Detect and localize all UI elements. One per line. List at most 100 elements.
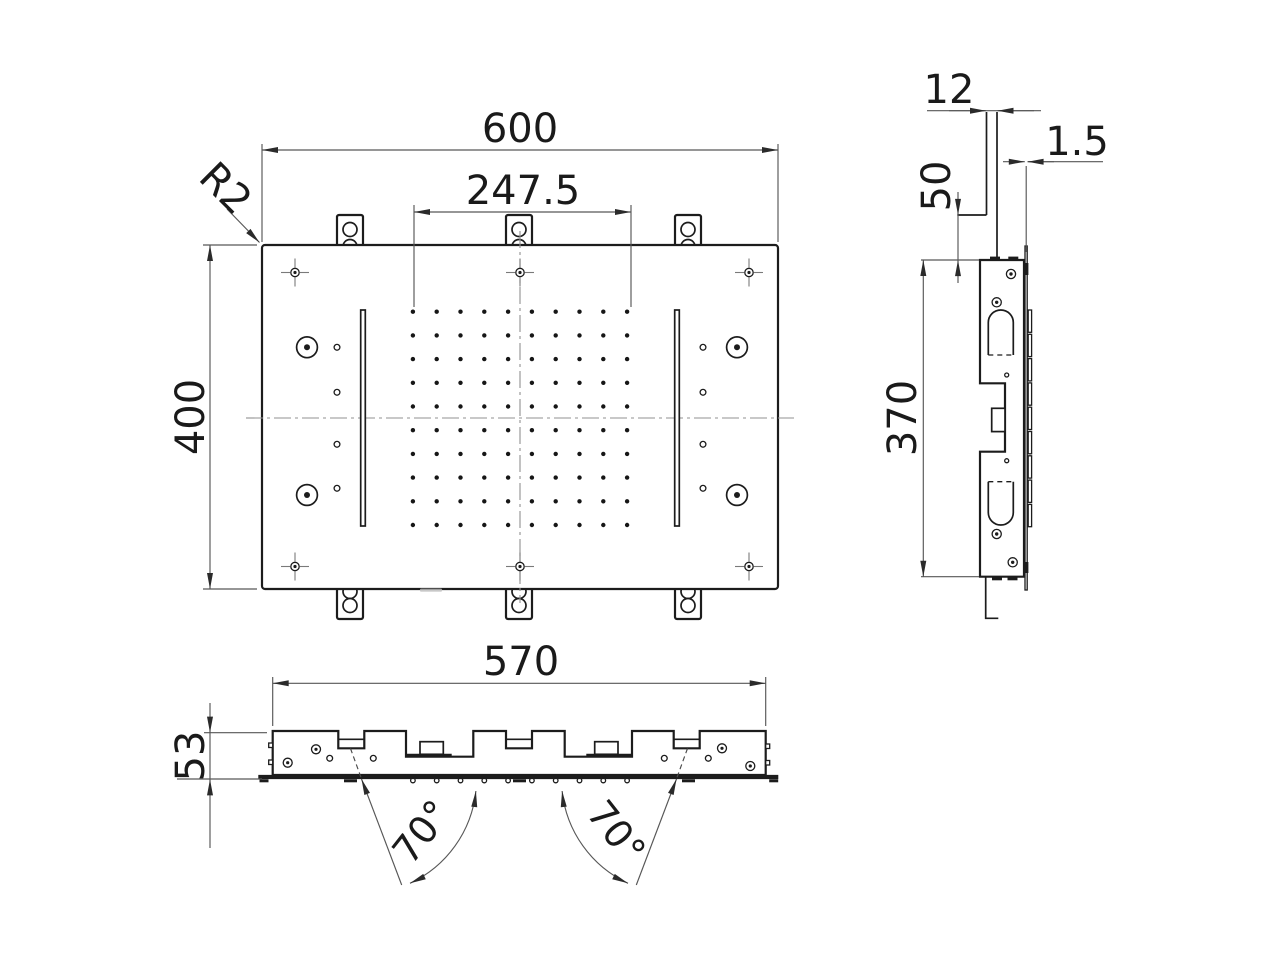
pilot-holes [333,343,707,492]
nozzle-dot [601,451,606,457]
strip-segment [1027,406,1033,431]
cross-screw [735,552,763,581]
pilot-hole [699,388,707,396]
nozzle-dot [505,499,511,504]
pilot-hole [369,754,377,762]
nozzle-dot [553,356,558,362]
pilot-hole [333,440,341,448]
nozzle-dot [553,451,558,457]
nozzle-dot [577,522,582,528]
nozzle-dot [553,333,558,338]
nozzle-dot [624,475,630,480]
strip-segment [1027,357,1033,382]
dim-370-label: 370 [880,380,926,456]
dim-600: 600 [261,106,779,242]
nozzle-dot [577,356,582,362]
etched-logo [420,588,442,592]
rail-right [673,309,681,527]
nozzle-dot [434,309,439,314]
dim-1-5-label: 1.5 [1045,119,1109,165]
nozzle-dot [458,522,463,528]
block-left [419,740,445,756]
nozzle-dot [529,356,535,362]
nozzle-dot [601,428,606,433]
screw [991,297,1002,308]
cross-screw [506,258,534,287]
slot-lower [987,481,1015,526]
nozzle-dot [577,451,582,457]
hose-line [984,576,999,620]
nozzle-dot [505,404,511,409]
nozzle-dot [482,404,487,409]
nozzle-dot [624,522,630,528]
nozzle-dot [410,451,416,457]
nozzle-dot [434,428,439,433]
nozzle-dot [529,404,535,409]
nozzle-dot [529,380,535,385]
nozzle-strip-edge [1027,309,1033,528]
nozzle-dot [410,356,416,362]
nozzle-dot [577,475,582,480]
nozzle-dot [505,356,511,362]
dim-600-label: 600 [482,106,558,152]
nozzle-dot [458,380,463,385]
nozzle-dot [434,475,439,480]
nozzle-dot [410,522,416,528]
nozzle-dot [482,451,487,457]
rivet-hole [725,483,749,507]
nozzle-dot [434,404,439,409]
screw [991,528,1002,540]
strip-segment [1027,455,1033,479]
dim-570-label: 570 [483,639,559,685]
side-view: 12 1.5 50 370 [880,67,1109,620]
tab-fold-bottom [1024,562,1029,573]
bottom-pilot-holes [326,754,712,762]
nozzle-dot [482,309,487,314]
screw [310,744,322,755]
nozzle-dot [553,499,558,504]
nozzle-dot [458,404,463,409]
dim-400-label: 400 [168,379,214,455]
nozzle-dot [482,499,487,504]
dim-50-label: 50 [914,161,960,212]
nozzle-dot [577,404,582,409]
nozzle-dot [601,499,606,504]
nozzle-grid [410,309,630,528]
nozzle-dot [601,356,606,362]
pilot-hole [326,754,334,762]
pin-hole [1004,458,1010,464]
notch-tab [990,407,1006,433]
block-right [593,740,619,756]
panel-sheet-edge [1024,245,1028,591]
strip-segment [1027,503,1033,528]
screw [745,760,756,772]
nozzle-dot [410,333,416,338]
nozzle-dot [624,428,630,433]
nozzle-dot [601,333,606,338]
nozzle-dot [601,309,606,314]
nozzle-dot [434,522,439,528]
side-pin-holes [1004,372,1010,464]
nozzle-dot [529,522,535,528]
nozzle-dot [505,522,511,528]
bracket-profile [271,729,767,777]
nozzle-dot [505,380,511,385]
pilot-hole [699,440,707,448]
rivet-hole [295,483,319,507]
nozzle-dot [624,499,630,504]
pin-hole [1004,372,1010,378]
nozzle-dot [624,309,630,314]
screw [716,743,728,754]
nozzle-dot [601,522,606,528]
nozzle-dot [505,451,511,457]
nozzle-dot [482,522,487,528]
pilot-hole [699,484,707,492]
nozzle-dot [482,356,487,362]
nozzle-dot [529,475,535,480]
dim-angle-left-label: 70° [384,792,460,872]
dim-53: 53 [168,703,267,848]
nozzle-dot [458,333,463,338]
nozzle-dot [410,380,416,385]
